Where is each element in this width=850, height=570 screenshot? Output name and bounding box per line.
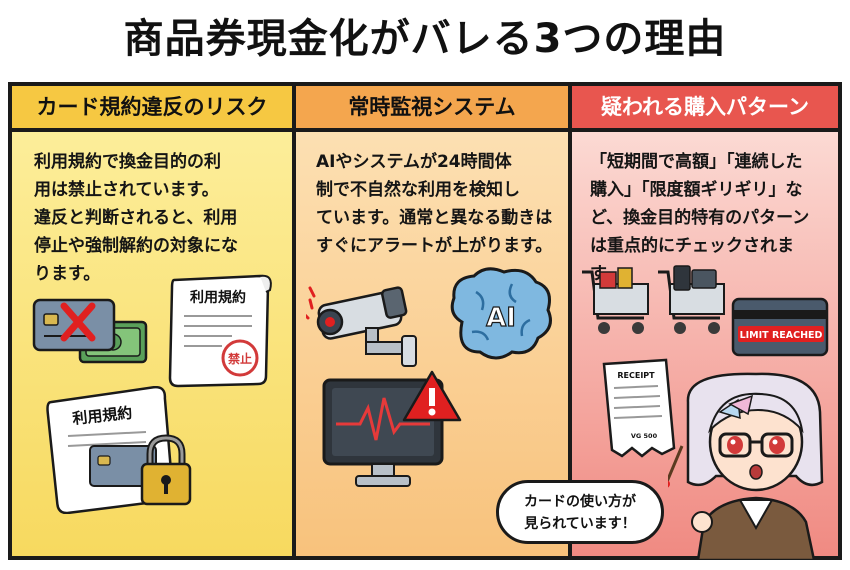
credit-card-cash-icon xyxy=(32,298,148,364)
shopping-carts-icon xyxy=(582,265,725,334)
character-illustration xyxy=(668,372,824,560)
limit-card-icon: LIMIT REACHED xyxy=(731,297,829,357)
panel-card-rules: カード規約違反のリスク 利用規約で換金目的の利 用は禁止されています。 違反と判… xyxy=(12,86,296,556)
receipt-title: RECEIPT xyxy=(617,371,655,380)
prohibited-stamp: 禁止 xyxy=(228,351,252,366)
ai-brain-icon: AI xyxy=(450,267,552,360)
page-title: 商品券現金化がバレる3つの理由 xyxy=(123,16,727,62)
alert-monitor-icon xyxy=(322,370,462,487)
receipt-icon: RECEIPT VG 500 xyxy=(602,358,676,458)
panel-text: 利用規約で換金目的の利 用は禁止されています。 違反と判断されると、利用 停止や… xyxy=(34,152,238,284)
panel-heading: 常時監視システム xyxy=(296,86,568,132)
panel-text: AIやシステムが24時間体 制で不自然な利用を検知し ています。通常と異なる動き… xyxy=(316,152,553,256)
terms-lock-icon: 利用規約 xyxy=(46,386,192,514)
panel-heading: カード規約違反のリスク xyxy=(12,86,292,132)
panel-heading: 疑われる購入パターン xyxy=(572,86,838,132)
doc-title-1: 利用規約 xyxy=(190,289,246,306)
terms-document-icon: 利用規約 禁止 xyxy=(168,274,272,388)
speech-bubble: カードの使い方が 見られています！ xyxy=(496,480,664,544)
security-camera-icon xyxy=(306,286,417,367)
panel-text: 「短期間で高額」「連続した 購入」「限度額ギリギリ」な ど、換金目的特有のパター… xyxy=(590,152,810,284)
panel-monitoring: 常時監視システム AIやシステムが24時間体 制で不自然な利用を検知し ています… xyxy=(296,86,572,556)
receipt-total: VG 500 xyxy=(631,432,658,440)
limit-reached-label: LIMIT REACHED xyxy=(740,330,823,341)
panels-container: カード規約違反のリスク 利用規約で換金目的の利 用は禁止されています。 違反と判… xyxy=(8,82,842,560)
ai-label: AI xyxy=(486,303,516,333)
